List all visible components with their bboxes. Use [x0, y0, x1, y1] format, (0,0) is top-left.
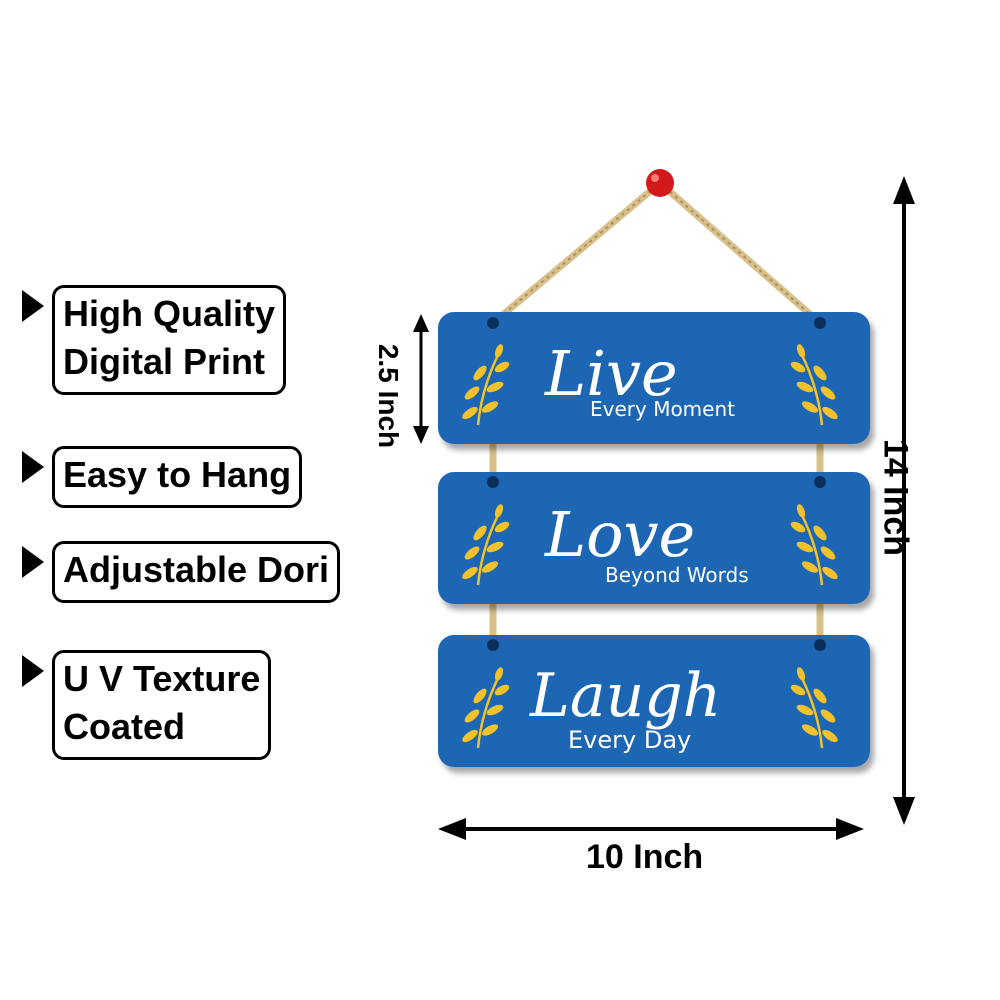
board-height-arrow-icon: [413, 314, 429, 444]
rope: [489, 178, 824, 327]
board-small-text: Every Moment: [590, 397, 735, 421]
board-live: [438, 312, 870, 444]
board-laugh: [438, 635, 870, 767]
feature-box: U V Texture Coated: [52, 650, 272, 760]
feature-line: Coated: [63, 706, 186, 747]
feature-line: Digital Print: [63, 341, 266, 382]
board-small-text: Beyond Words: [605, 563, 749, 587]
board-big-text: Live: [544, 337, 678, 410]
feature-easy-to-hang: Easy to Hang: [22, 446, 303, 508]
width-arrow-icon: [438, 818, 864, 840]
height-label: 14 Inch: [876, 438, 915, 557]
board-big-text: Laugh: [529, 661, 721, 731]
board-big-text: Love: [544, 498, 695, 571]
board-small-text: Every Day: [568, 726, 691, 754]
rope-texture: [492, 181, 821, 324]
height-arrow-icon: [893, 176, 915, 825]
feature-box: Easy to Hang: [52, 446, 303, 508]
feature-line: Adjustable Dori: [63, 549, 330, 590]
bullet-arrow-icon: [22, 655, 44, 687]
pin-icon: [646, 169, 674, 197]
feature-adjustable-dori: Adjustable Dori: [22, 541, 341, 603]
board-height-label: 2.5 Inch: [373, 343, 404, 449]
feature-line: High Quality: [63, 293, 276, 334]
width-label: 10 Inch: [586, 838, 704, 876]
feature-high-quality: High Quality Digital Print: [22, 285, 287, 395]
feature-box: High Quality Digital Print: [52, 285, 287, 395]
bullet-arrow-icon: [22, 546, 44, 578]
feature-line: Easy to Hang: [63, 454, 292, 495]
bullet-arrow-icon: [22, 290, 44, 322]
feature-line: U V Texture: [63, 658, 261, 699]
board-love: [438, 472, 870, 604]
bullet-arrow-icon: [22, 451, 44, 483]
feature-box: Adjustable Dori: [52, 541, 341, 603]
feature-uv-texture: U V Texture Coated: [22, 650, 272, 760]
